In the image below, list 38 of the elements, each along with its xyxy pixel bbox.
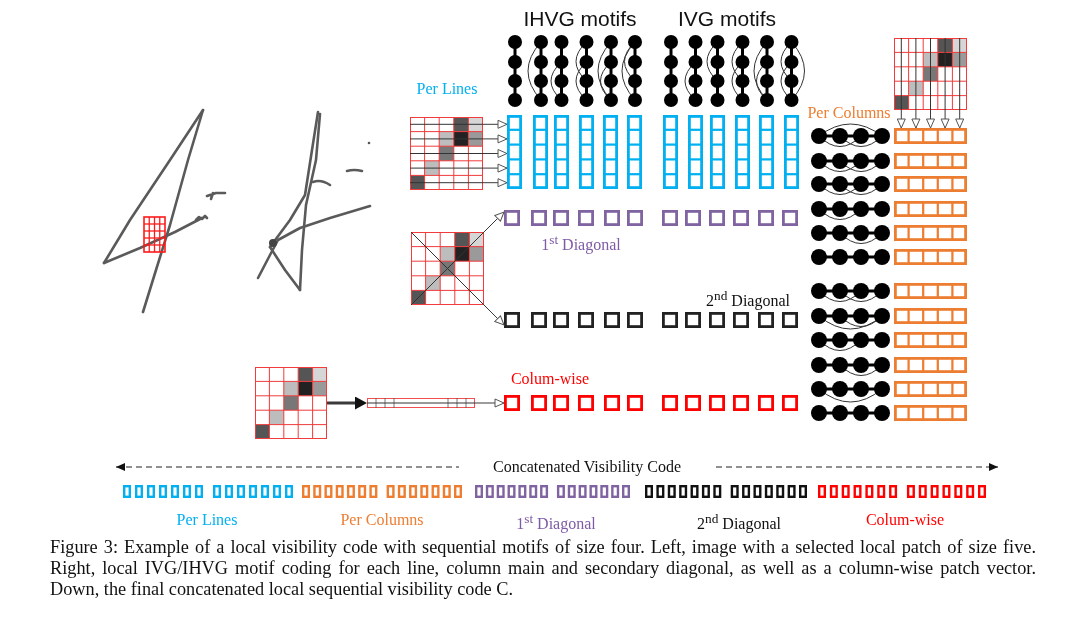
arrow	[940, 109, 950, 129]
group-heading: IHVG motifs	[523, 7, 637, 32]
figure-caption: Figure 3: Example of a local visibility code with sequential motifs of size four. Left, image with a selected local patch of size five. Right, local IVG/IHVG motif coding for each line, column main and secondary diagonal, as well as a column-wise patch vector. Down, the final concatenated local sequential visibility code C.	[50, 537, 1036, 600]
code-row	[504, 395, 798, 411]
span-label: Concatenated Visibility Code	[490, 458, 684, 477]
code-block	[894, 128, 967, 421]
pixel-grid	[255, 367, 327, 439]
code-row	[504, 210, 798, 226]
segment-label: Colum-wise	[865, 511, 945, 530]
arrow	[327, 396, 367, 410]
row-label: 1$^{st}$ Diagonal	[541, 232, 621, 255]
arrow	[482, 163, 508, 173]
arrow	[926, 109, 935, 129]
code-row	[504, 312, 798, 328]
segment-label: Per Columns	[340, 511, 424, 530]
arrow	[482, 149, 508, 158]
pixel-grid	[894, 38, 967, 110]
arrow	[911, 109, 921, 129]
row-label: 2$^{nd}$ Diagonal	[706, 288, 790, 311]
arrow	[483, 304, 505, 326]
code-block	[507, 115, 799, 189]
pixel-grid	[411, 232, 484, 305]
vector-strip	[367, 398, 475, 408]
pixel-grid	[410, 117, 483, 190]
arrow	[482, 119, 508, 129]
group-heading: IVG motifs	[678, 7, 776, 32]
arrow	[896, 109, 906, 129]
segment-label: Per Lines	[176, 511, 238, 530]
segment-label: 1$^{st}$ Diagonal	[516, 511, 596, 534]
arrow	[474, 398, 505, 408]
segment-label: 2$^{nd}$ Diagonal	[697, 511, 781, 534]
arrow	[482, 134, 508, 144]
arrow	[955, 109, 965, 129]
row-label: Colum-wise	[510, 370, 590, 389]
row-label: Per Lines	[416, 80, 478, 99]
row-label: Per Columns	[807, 104, 891, 123]
arrow	[483, 211, 505, 233]
arrow	[482, 178, 508, 188]
